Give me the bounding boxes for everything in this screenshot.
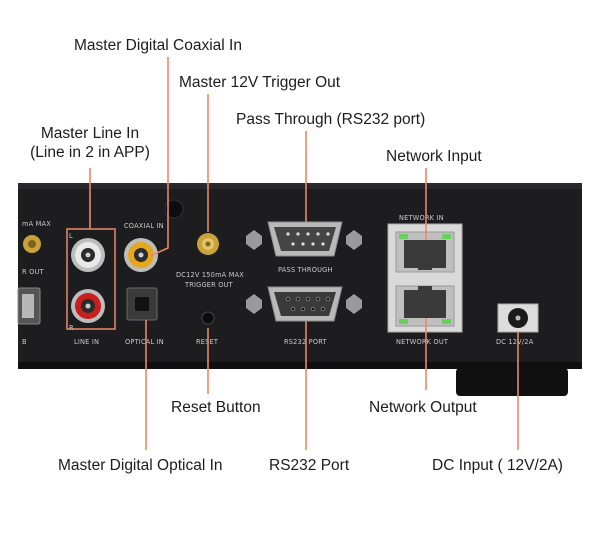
- reset-pinhole: [201, 311, 215, 325]
- callout-master-line-in-line1: Master Line In: [40, 125, 140, 142]
- svg-text:L: L: [69, 232, 73, 240]
- line-in-highlight-box: [66, 228, 116, 330]
- svg-text:R: R: [69, 324, 74, 332]
- panel-label-partial-mid: R OUT: [22, 268, 44, 276]
- callout-network-input: Network Input: [386, 148, 482, 165]
- line-in-left-rca: [71, 238, 105, 272]
- network-in-port: [395, 231, 455, 273]
- panel-label-line-in: LINE IN: [74, 338, 99, 346]
- leader-lines: [89, 57, 519, 450]
- leader-coaxial-in: [149, 57, 169, 257]
- panel-label-optical-in: OPTICAL IN: [125, 338, 164, 346]
- device-foot: [456, 368, 568, 396]
- callout-master-12v-trigger-out: Master 12V Trigger Out: [179, 74, 341, 91]
- line-in-right-rca: [71, 289, 105, 323]
- panel-label-partial-top: mA MAX: [22, 220, 51, 228]
- device-body: [18, 183, 582, 369]
- callout-network-output: Network Output: [369, 399, 477, 416]
- panel-label-network-in: NETWORK IN: [399, 214, 444, 222]
- panel-label-partial-bottom: B: [22, 338, 27, 346]
- optical-in-port: [126, 287, 158, 321]
- callout-master-digital-coaxial-in: Master Digital Coaxial In: [74, 37, 242, 54]
- callout-reset-button: Reset Button: [171, 399, 261, 416]
- panel-label-trigger-line1: DC12V 150mA MAX: [176, 271, 244, 279]
- callout-master-line-in: Master Line In (Line in 2 in APP): [26, 124, 154, 162]
- panel-label-dc-power: DC 12V/2A: [496, 338, 534, 346]
- coaxial-in-jack: [124, 238, 158, 272]
- network-out-port: [395, 285, 455, 327]
- callout-rs232-port: RS232 Port: [269, 457, 350, 474]
- callout-dc-input: DC Input ( 12V/2A): [432, 457, 563, 474]
- panel-label-trigger-line2: TRIGGER OUT: [184, 281, 234, 289]
- dc-power-jack: [497, 303, 539, 333]
- trigger-out-jack: [197, 233, 219, 255]
- pass-through-db9-port: [246, 221, 362, 257]
- callout-pass-through: Pass Through (RS232 port): [236, 111, 426, 128]
- rs232-db9-port: [246, 286, 362, 322]
- panel-screw: [164, 199, 184, 219]
- callout-master-line-in-line2: (Line in 2 in APP): [30, 144, 150, 161]
- panel-label-pass-through: PASS THROUGH: [278, 266, 333, 274]
- panel-label-network-out: NETWORK OUT: [396, 338, 449, 346]
- callout-master-digital-optical-in: Master Digital Optical In: [58, 457, 223, 474]
- panel-label-coaxial-in: COAXIAL IN: [124, 222, 164, 230]
